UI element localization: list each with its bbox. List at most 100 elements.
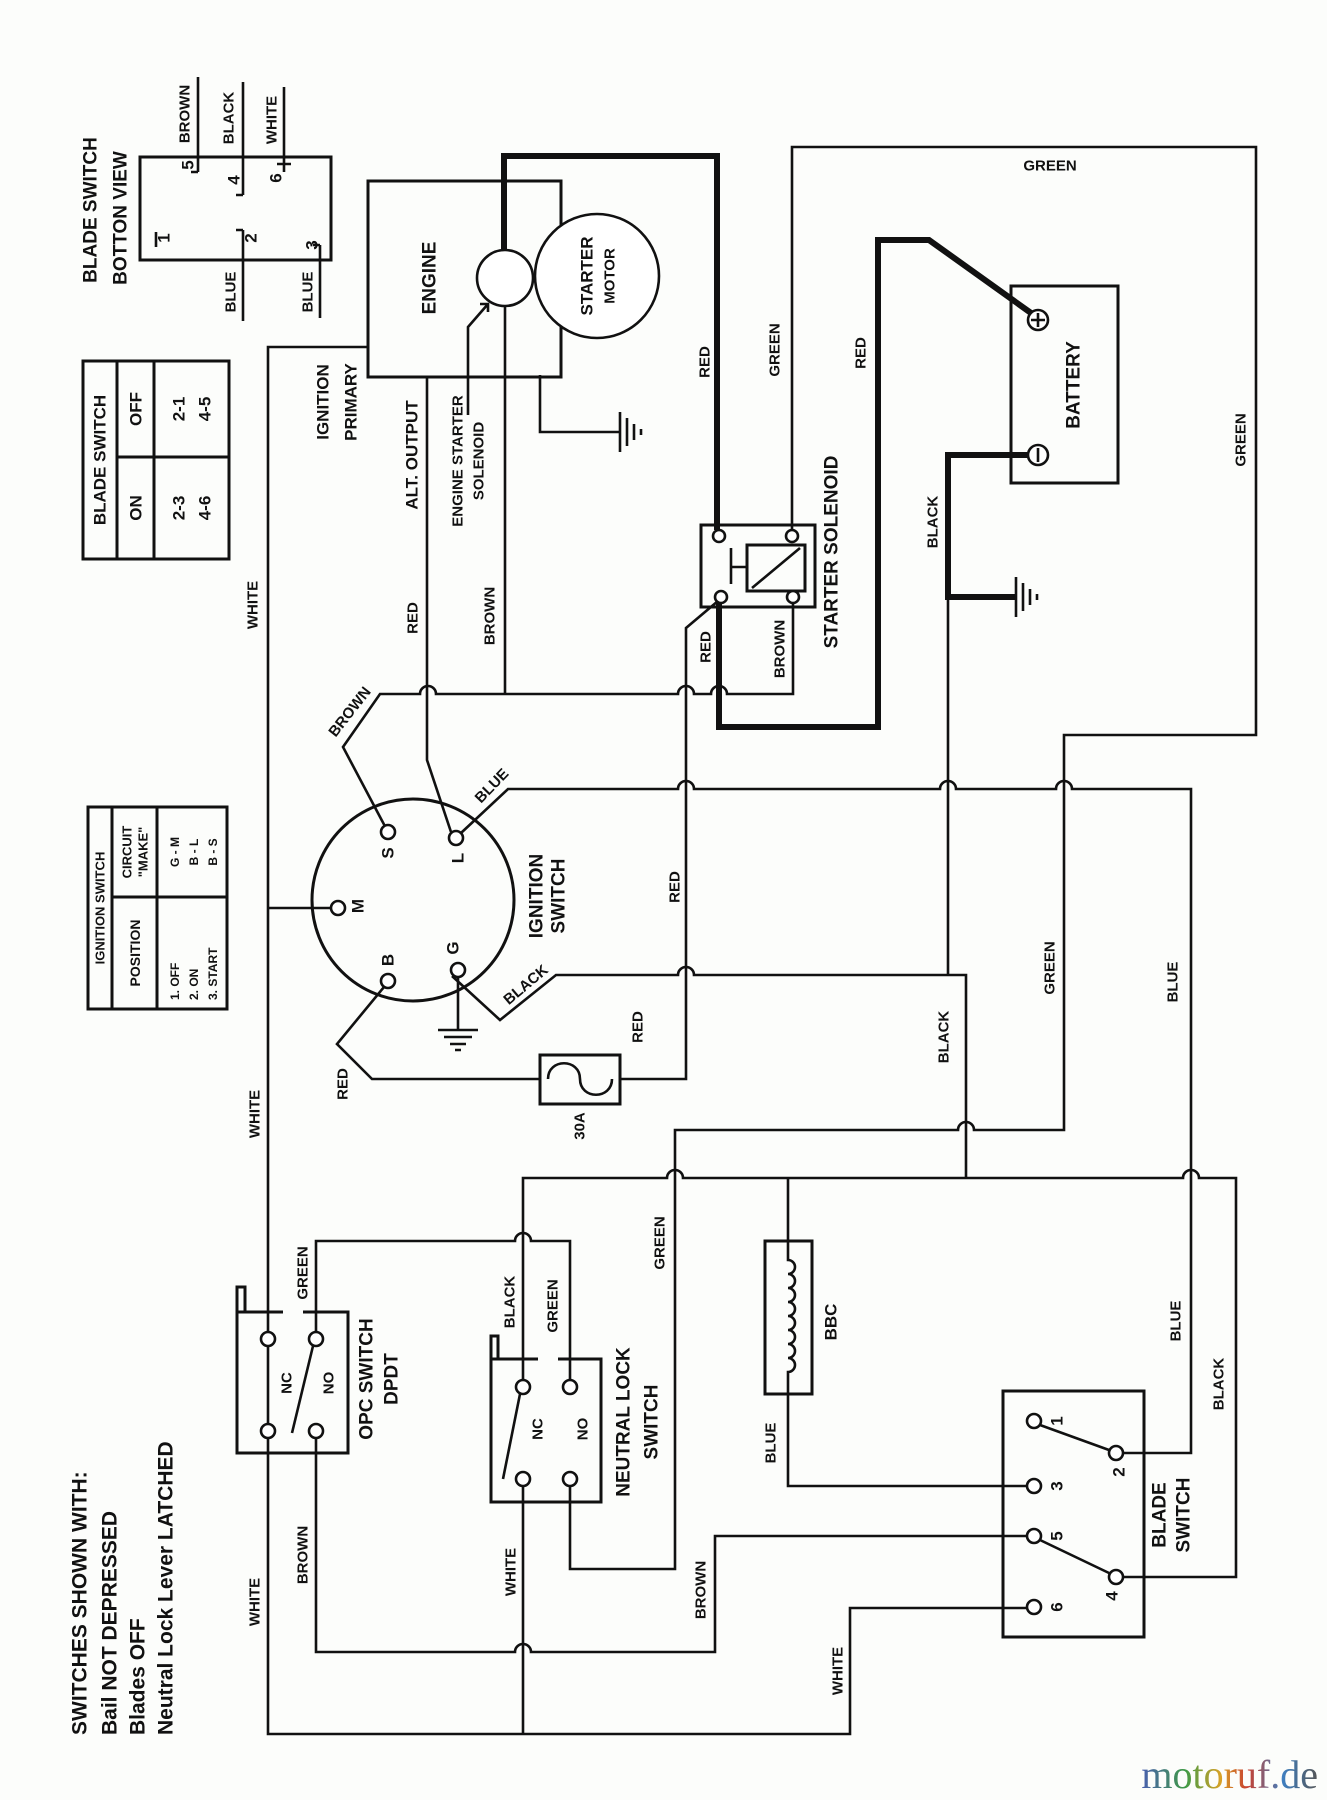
wire-label: WHITE [264, 96, 281, 144]
watermark-logo: motoruf.de [1141, 1752, 1318, 1797]
starter-motor-label-1: STARTER [578, 236, 597, 315]
starter-solenoid-label: STARTER SOLENOID [822, 456, 843, 649]
blade-table-header: BLADE SWITCH [91, 395, 110, 525]
blade-pin-4: 4 [1103, 1591, 1122, 1601]
wire-red-fuse-b [335, 986, 540, 1081]
blade-table-off: OFF [127, 392, 146, 426]
blade-table-off-value-2: 4-5 [196, 397, 215, 422]
wire-label: BROWN [177, 85, 194, 143]
wire-label: GREEN [1233, 413, 1250, 466]
blade-table-on: ON [127, 495, 146, 521]
fuse: 30A [538, 1053, 622, 1140]
alt-output-label: ALT. OUTPUT [403, 400, 422, 510]
wire-label: GREEN [295, 1246, 312, 1299]
wire-label: GREEN [767, 323, 784, 376]
opc-no-label: NO [321, 1371, 338, 1394]
wire-label: WHITE [247, 1090, 264, 1138]
wire-label: BLUE [763, 1423, 780, 1464]
wire-black-g [451, 965, 968, 1178]
switch-state-notes: SWITCHES SHOWN WITH: Bail NOT DEPRESSED … [69, 1441, 178, 1735]
wire-label: BLUE [472, 765, 513, 806]
wire-label: WHITE [245, 581, 262, 629]
wire-label: GREEN [1042, 941, 1059, 994]
opc-switch: NC NO OPC SWITCH DPDT [235, 1285, 403, 1455]
ignition-primary-label-1: IGNITION [314, 364, 333, 440]
ignition-switch-label-1: IGNITION [527, 854, 548, 938]
note-3: Blades OFF [127, 1618, 150, 1735]
pin-1-label: 1 [155, 233, 174, 242]
battery-cables [501, 153, 1033, 730]
pin-2-label: 2 [242, 233, 261, 242]
wire-label: GREEN [652, 1216, 669, 1269]
wire-green-solenoid [568, 145, 1258, 1571]
bbc-brake-clutch: BBC [763, 1239, 841, 1396]
opc-switch-label-1: OPC SWITCH [357, 1318, 378, 1439]
terminal-s-label: S [379, 847, 398, 858]
wire-black-bus [521, 1168, 1238, 1579]
starter-solenoid: STARTER SOLENOID [699, 456, 843, 649]
battery: BATTERY [1009, 284, 1120, 485]
pin-6-label: 6 [267, 173, 286, 182]
blade-table-off-value-1: 2-1 [170, 397, 189, 422]
wire-label: BLUE [223, 272, 240, 313]
plus-icon [1031, 313, 1045, 327]
wire-label: WHITE [830, 1647, 847, 1695]
ground-icon [438, 412, 1039, 1052]
blade-switch-bottom-view: BLADE SWITCH BOTTON VIEW 5 4 6 1 2 3 [81, 77, 333, 321]
neutral-lock-switch: NC NO NEUTRAL LOCK SWITCH [489, 1334, 663, 1504]
wire-label: RED [630, 1011, 647, 1043]
neutral-nc-label: NC [530, 1418, 547, 1440]
terminal-g-label: G [444, 941, 463, 954]
engine-label: ENGINE [420, 242, 441, 315]
wires [266, 145, 1258, 1736]
wire-label: BLACK [936, 1011, 953, 1064]
ignition-primary-label-2: PRIMARY [342, 362, 361, 440]
note-4: Neutral Lock Lever LATCHED [155, 1441, 178, 1735]
pin-5-label: 5 [179, 160, 198, 169]
bbc-label: BBC [822, 1304, 841, 1341]
neutral-no-label: NO [575, 1417, 592, 1440]
wire-label: BROWN [482, 587, 499, 645]
wire-label: RED [335, 1068, 352, 1100]
wire-label: WHITE [503, 1548, 520, 1596]
blade-switch-label-2: SWITCH [1174, 1478, 1195, 1553]
ignition-make-1: G - M [168, 837, 182, 867]
blade-table-on-value-2: 4-6 [196, 496, 215, 521]
wire-red-alt-output [425, 377, 453, 833]
terminal-b-label: B [379, 954, 398, 966]
ignition-switch-label-2: SWITCH [549, 859, 570, 934]
wire-label: BLACK [502, 1276, 519, 1329]
fuse-label: 30A [572, 1112, 589, 1140]
ignition-position-1: 1. OFF [168, 963, 182, 1000]
terminal-l-label: L [449, 853, 468, 863]
ignition-switch: S M B G L IGNITION SWITCH [310, 797, 570, 1003]
neutral-lock-label-1: NEUTRAL LOCK [614, 1347, 635, 1497]
note-2: Bail NOT DEPRESSED [99, 1511, 122, 1735]
opc-switch-label-2: DPDT [382, 1353, 403, 1405]
wire-blue-bbc [786, 1394, 1027, 1488]
wire-label: BLUE [1165, 962, 1182, 1003]
wire-label: RED [853, 337, 870, 369]
bottom-view-box [138, 155, 333, 262]
opc-nc-label: NC [279, 1372, 296, 1394]
blade-pin-1: 1 [1048, 1416, 1067, 1425]
bottom-view-title-1: BLADE SWITCH [81, 137, 102, 283]
terminal-m-label: M [349, 899, 368, 913]
wire-label: BROWN [295, 1526, 312, 1584]
engine-starter-solenoid [475, 248, 535, 308]
wire-label: BROWN [693, 1561, 710, 1619]
wire-label: BLACK [1211, 1358, 1228, 1411]
note-1: SWITCHES SHOWN WITH: [69, 1471, 92, 1735]
neutral-lock-label-2: SWITCH [642, 1385, 663, 1460]
bottom-view-title-2: BOTTON VIEW [111, 151, 132, 285]
wire-label: GREEN [1023, 158, 1076, 175]
ignition-table-position: POSITION [127, 920, 143, 987]
wire-white-main [266, 345, 1027, 1736]
ignition-make-2: B - L [187, 839, 201, 866]
battery-label: BATTERY [1064, 341, 1085, 429]
starter-motor-label-2: MOTOR [602, 248, 619, 304]
blade-switch-label-1: BLADE [1150, 1482, 1171, 1547]
blade-pin-2: 2 [1110, 1467, 1129, 1476]
wire-label: BLUE [300, 272, 317, 313]
